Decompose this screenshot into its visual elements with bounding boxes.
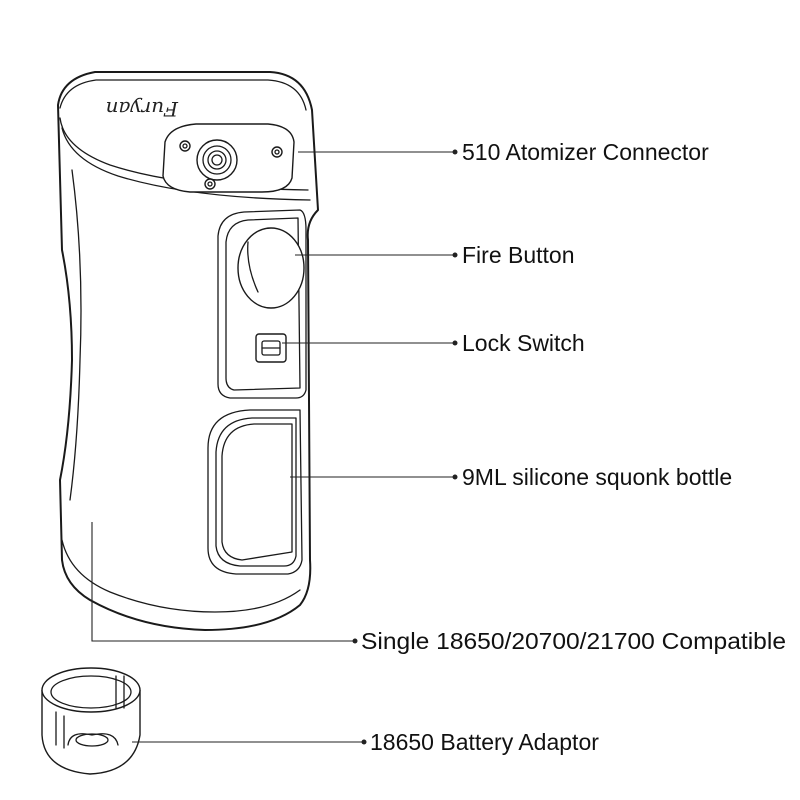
label-squonk-bottle: 9ML silicone squonk bottle — [462, 464, 732, 490]
squonk-window — [208, 410, 302, 574]
battery-adaptor-graphic — [42, 668, 140, 774]
label-atomizer: 510 Atomizer Connector — [462, 139, 709, 165]
label-battery-adaptor: 18650 Battery Adaptor — [370, 729, 599, 755]
fire-button-graphic — [238, 228, 304, 308]
label-fire-button: Fire Button — [462, 242, 575, 268]
label-battery-compat: Single 18650/20700/21700 Compatible — [361, 628, 786, 654]
label-lock-switch: Lock Switch — [462, 330, 585, 356]
lock-switch-graphic — [256, 334, 286, 362]
callouts: 510 Atomizer Connector Fire Button Lock … — [353, 139, 787, 755]
brand-logo: Furyan — [106, 97, 179, 121]
mod-body: Furyan — [58, 72, 318, 630]
atomizer-plate — [163, 124, 294, 192]
